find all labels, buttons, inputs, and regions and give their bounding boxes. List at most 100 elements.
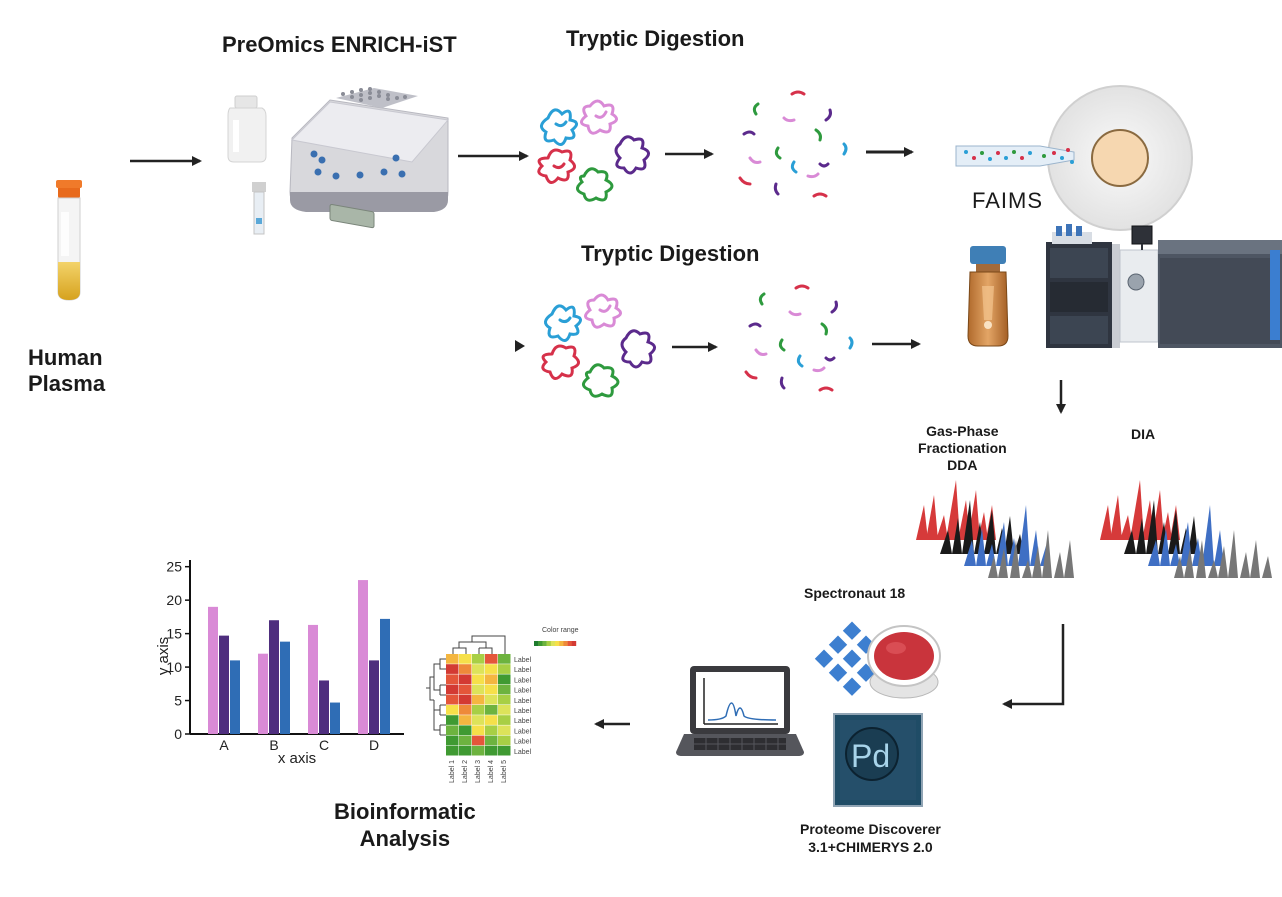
heatmap-row-label: Label bbox=[514, 728, 532, 735]
heatmap-cell bbox=[485, 694, 498, 705]
heatmap-cell bbox=[472, 705, 485, 715]
gpf-line1: Gas-Phase bbox=[926, 423, 999, 439]
protein-cluster-top-icon bbox=[537, 99, 650, 202]
heatmap-cell bbox=[472, 694, 485, 705]
heatmap-cell bbox=[446, 684, 459, 695]
heatmap-cell bbox=[485, 664, 498, 674]
heatmap-cell bbox=[459, 725, 472, 736]
gpf-dda-label: Gas-Phase Fractionation DDA bbox=[918, 423, 1007, 474]
heatmap-cell bbox=[446, 694, 459, 705]
y-tick-label: 5 bbox=[174, 693, 182, 709]
heatmap-cell bbox=[498, 735, 511, 746]
bioinformatic-analysis-label: Bioinformatic Analysis bbox=[334, 798, 476, 852]
pd-line1: Proteome Discoverer bbox=[800, 821, 941, 837]
legend-swatch bbox=[534, 641, 539, 646]
heatmap-cell bbox=[459, 705, 472, 715]
bar bbox=[308, 624, 318, 734]
y-tick-label: 10 bbox=[166, 659, 182, 675]
heatmap-cell bbox=[446, 674, 459, 685]
heatmap-cell bbox=[446, 715, 459, 725]
heatmap-cell bbox=[446, 705, 459, 715]
heatmap-cell bbox=[472, 654, 485, 664]
bar bbox=[330, 702, 340, 734]
heatmap-cell bbox=[459, 715, 472, 725]
bioinf-line1: Bioinformatic bbox=[334, 799, 476, 824]
heatmap-row-label: Label bbox=[514, 739, 532, 746]
heatmap-cell bbox=[485, 674, 498, 685]
human-plasma-line2: Plasma bbox=[28, 371, 106, 396]
cartridge-icon bbox=[252, 182, 266, 235]
x-tick-label: B bbox=[269, 737, 278, 753]
heatmap-cell bbox=[459, 654, 472, 664]
proteome-discoverer-label: Proteome Discoverer 3.1+CHIMERYS 2.0 bbox=[800, 820, 941, 856]
heatmap-row-label: Label bbox=[514, 749, 532, 756]
laptop-icon bbox=[676, 666, 804, 756]
dia-spectra-icon bbox=[1100, 480, 1272, 578]
human-plasma-line1: Human bbox=[28, 345, 103, 370]
heatmap-row-label: Label bbox=[514, 698, 532, 705]
heatmap-cell bbox=[472, 715, 485, 725]
gpf-line3: DDA bbox=[947, 457, 978, 473]
x-axis-label: x axis bbox=[278, 750, 316, 767]
heatmap-cell bbox=[498, 674, 511, 685]
gpf-line2: Fractionation bbox=[918, 440, 1007, 456]
proteome-discoverer-logo-icon bbox=[833, 713, 923, 807]
heatmap-col-label: Label 1 bbox=[449, 760, 456, 783]
heatmap-cell bbox=[498, 705, 511, 715]
arrow-acquisition-to-software bbox=[1002, 624, 1065, 709]
x-tick-label: A bbox=[219, 737, 229, 753]
thermomixer-icon bbox=[289, 87, 449, 229]
heatmap-cell bbox=[446, 654, 459, 664]
blood-tube-icon bbox=[56, 180, 82, 301]
heatmap-col-label: Label 4 bbox=[488, 760, 495, 783]
pd-logo-text: Pd bbox=[851, 738, 891, 774]
heatmap-cell bbox=[472, 735, 485, 746]
y-tick-label: 25 bbox=[166, 559, 182, 575]
heatmap-col-label: Label 2 bbox=[462, 760, 469, 783]
heatmap-col-label: Label 5 bbox=[501, 760, 508, 783]
reagent-bottle-icon bbox=[227, 95, 267, 163]
heatmap-cell bbox=[498, 745, 511, 756]
heatmap-cell bbox=[459, 674, 472, 685]
human-plasma-label: Human Plasma bbox=[28, 345, 105, 397]
sample-vial-icon bbox=[967, 246, 1009, 347]
tryptic-digestion-mid-label: Tryptic Digestion bbox=[581, 241, 760, 266]
bioinf-line2: Analysis bbox=[359, 826, 451, 851]
legend-swatch bbox=[550, 641, 556, 646]
legend-swatch bbox=[555, 641, 560, 646]
heatmap-cell bbox=[446, 745, 459, 756]
heatmap-cell bbox=[459, 745, 472, 756]
spectronaut-label: Spectronaut 18 bbox=[804, 585, 906, 601]
faims-icon bbox=[955, 85, 1193, 231]
protein-cluster-mid-icon bbox=[541, 293, 656, 398]
heatmap-cell bbox=[485, 654, 498, 664]
pd-line2: 3.1+CHIMERYS 2.0 bbox=[808, 839, 933, 855]
bar bbox=[358, 580, 368, 734]
peptides-top-icon bbox=[738, 90, 848, 198]
y-tick-label: 15 bbox=[166, 626, 182, 642]
heatmap-cell bbox=[459, 664, 472, 674]
dia-label: DIA bbox=[1131, 426, 1156, 442]
row-dendrogram bbox=[426, 658, 446, 736]
legend-swatch bbox=[567, 641, 572, 646]
column-dendrogram bbox=[452, 635, 506, 654]
heatmap-col-label: Label 3 bbox=[475, 760, 482, 783]
legend-swatch bbox=[559, 641, 564, 646]
legend-swatch bbox=[538, 641, 543, 646]
bar bbox=[208, 606, 218, 734]
arrows bbox=[130, 147, 1066, 729]
heatmap-row-label: Label bbox=[514, 657, 532, 664]
bar bbox=[269, 620, 279, 734]
heatmap-cell bbox=[459, 735, 472, 746]
heatmap-cell bbox=[459, 694, 472, 705]
heatmap-cell bbox=[498, 715, 511, 725]
color-legend-title: Color range bbox=[542, 627, 579, 634]
heatmap-cell bbox=[472, 725, 485, 736]
spectronaut-logo-icon bbox=[814, 621, 941, 699]
peptides-mid-icon bbox=[744, 284, 854, 392]
bar bbox=[369, 660, 379, 734]
heatmap-cell bbox=[446, 725, 459, 736]
heatmap-cell bbox=[446, 735, 459, 746]
